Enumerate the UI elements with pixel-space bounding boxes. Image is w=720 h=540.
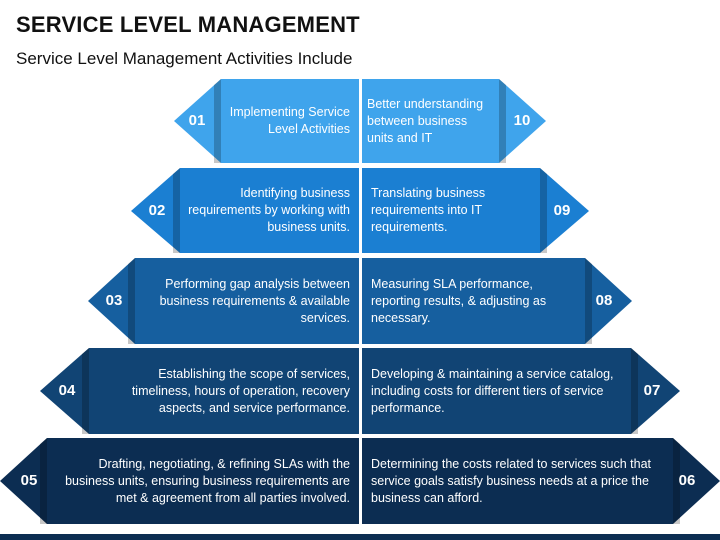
row-2-right-fold: [540, 168, 547, 253]
step-number-06: 06: [678, 472, 696, 489]
row-2: [131, 168, 589, 253]
step-number-03: 03: [105, 292, 123, 309]
row-1: [174, 79, 546, 163]
row-5-left-arrow: [0, 438, 359, 524]
step-text-10: Better understanding between business un…: [367, 96, 484, 145]
row-5-right-arrow: [362, 438, 720, 524]
row-3: [88, 258, 632, 344]
footer-bar: [0, 534, 720, 540]
page-subtitle: Service Level Management Activities Incl…: [16, 49, 353, 68]
page-title: SERVICE LEVEL MANAGEMENT: [16, 12, 360, 37]
row-3-left-fold: [128, 258, 135, 344]
row-2-left-arrow: [131, 168, 359, 253]
step-number-09: 09: [553, 202, 571, 219]
row-4-right-arrow: [362, 348, 680, 434]
step-number-05: 05: [20, 472, 38, 489]
row-3-right-fold: [585, 258, 592, 344]
step-text-03: Performing gap analysis between business…: [159, 276, 350, 325]
step-number-08: 08: [595, 292, 613, 309]
step-text-09: Translating business requirements into I…: [371, 186, 486, 234]
row-3-right-arrow: [362, 258, 632, 344]
step-text-05: Drafting, negotiating, & refining SLAs w…: [65, 456, 350, 505]
row-4: [40, 348, 680, 434]
row-4-left-fold: [82, 348, 89, 434]
step-text-08: Measuring SLA performance, reporting res…: [371, 276, 547, 325]
step-number-01: 01: [188, 112, 206, 129]
step-text-07: Developing & maintaining a service catal…: [371, 366, 614, 415]
step-text-01: Implementing Service Level Activities: [229, 105, 350, 136]
row-5-right-fold: [673, 438, 680, 524]
row-2-right-arrow: [362, 168, 589, 253]
step-text-06: Determining the costs related to service…: [371, 456, 651, 505]
step-number-10: 10: [513, 112, 531, 129]
row-1-right-fold: [499, 79, 506, 163]
step-number-07: 07: [643, 382, 661, 399]
row-1-left-arrow: [174, 79, 359, 163]
row-4-right-fold: [631, 348, 638, 434]
step-number-02: 02: [148, 202, 166, 219]
step-number-04: 04: [58, 382, 76, 399]
step-text-02: Identifying business requirements by wor…: [188, 186, 350, 234]
row-5-left-fold: [40, 438, 47, 524]
row-4-left-arrow: [40, 348, 359, 434]
row-3-left-arrow: [88, 258, 359, 344]
step-text-04: Establishing the scope of services, time…: [131, 366, 350, 415]
row-1-left-fold: [214, 79, 221, 163]
row-1-right-arrow: [362, 79, 546, 163]
row-5: [0, 438, 720, 524]
row-2-left-fold: [173, 168, 180, 253]
